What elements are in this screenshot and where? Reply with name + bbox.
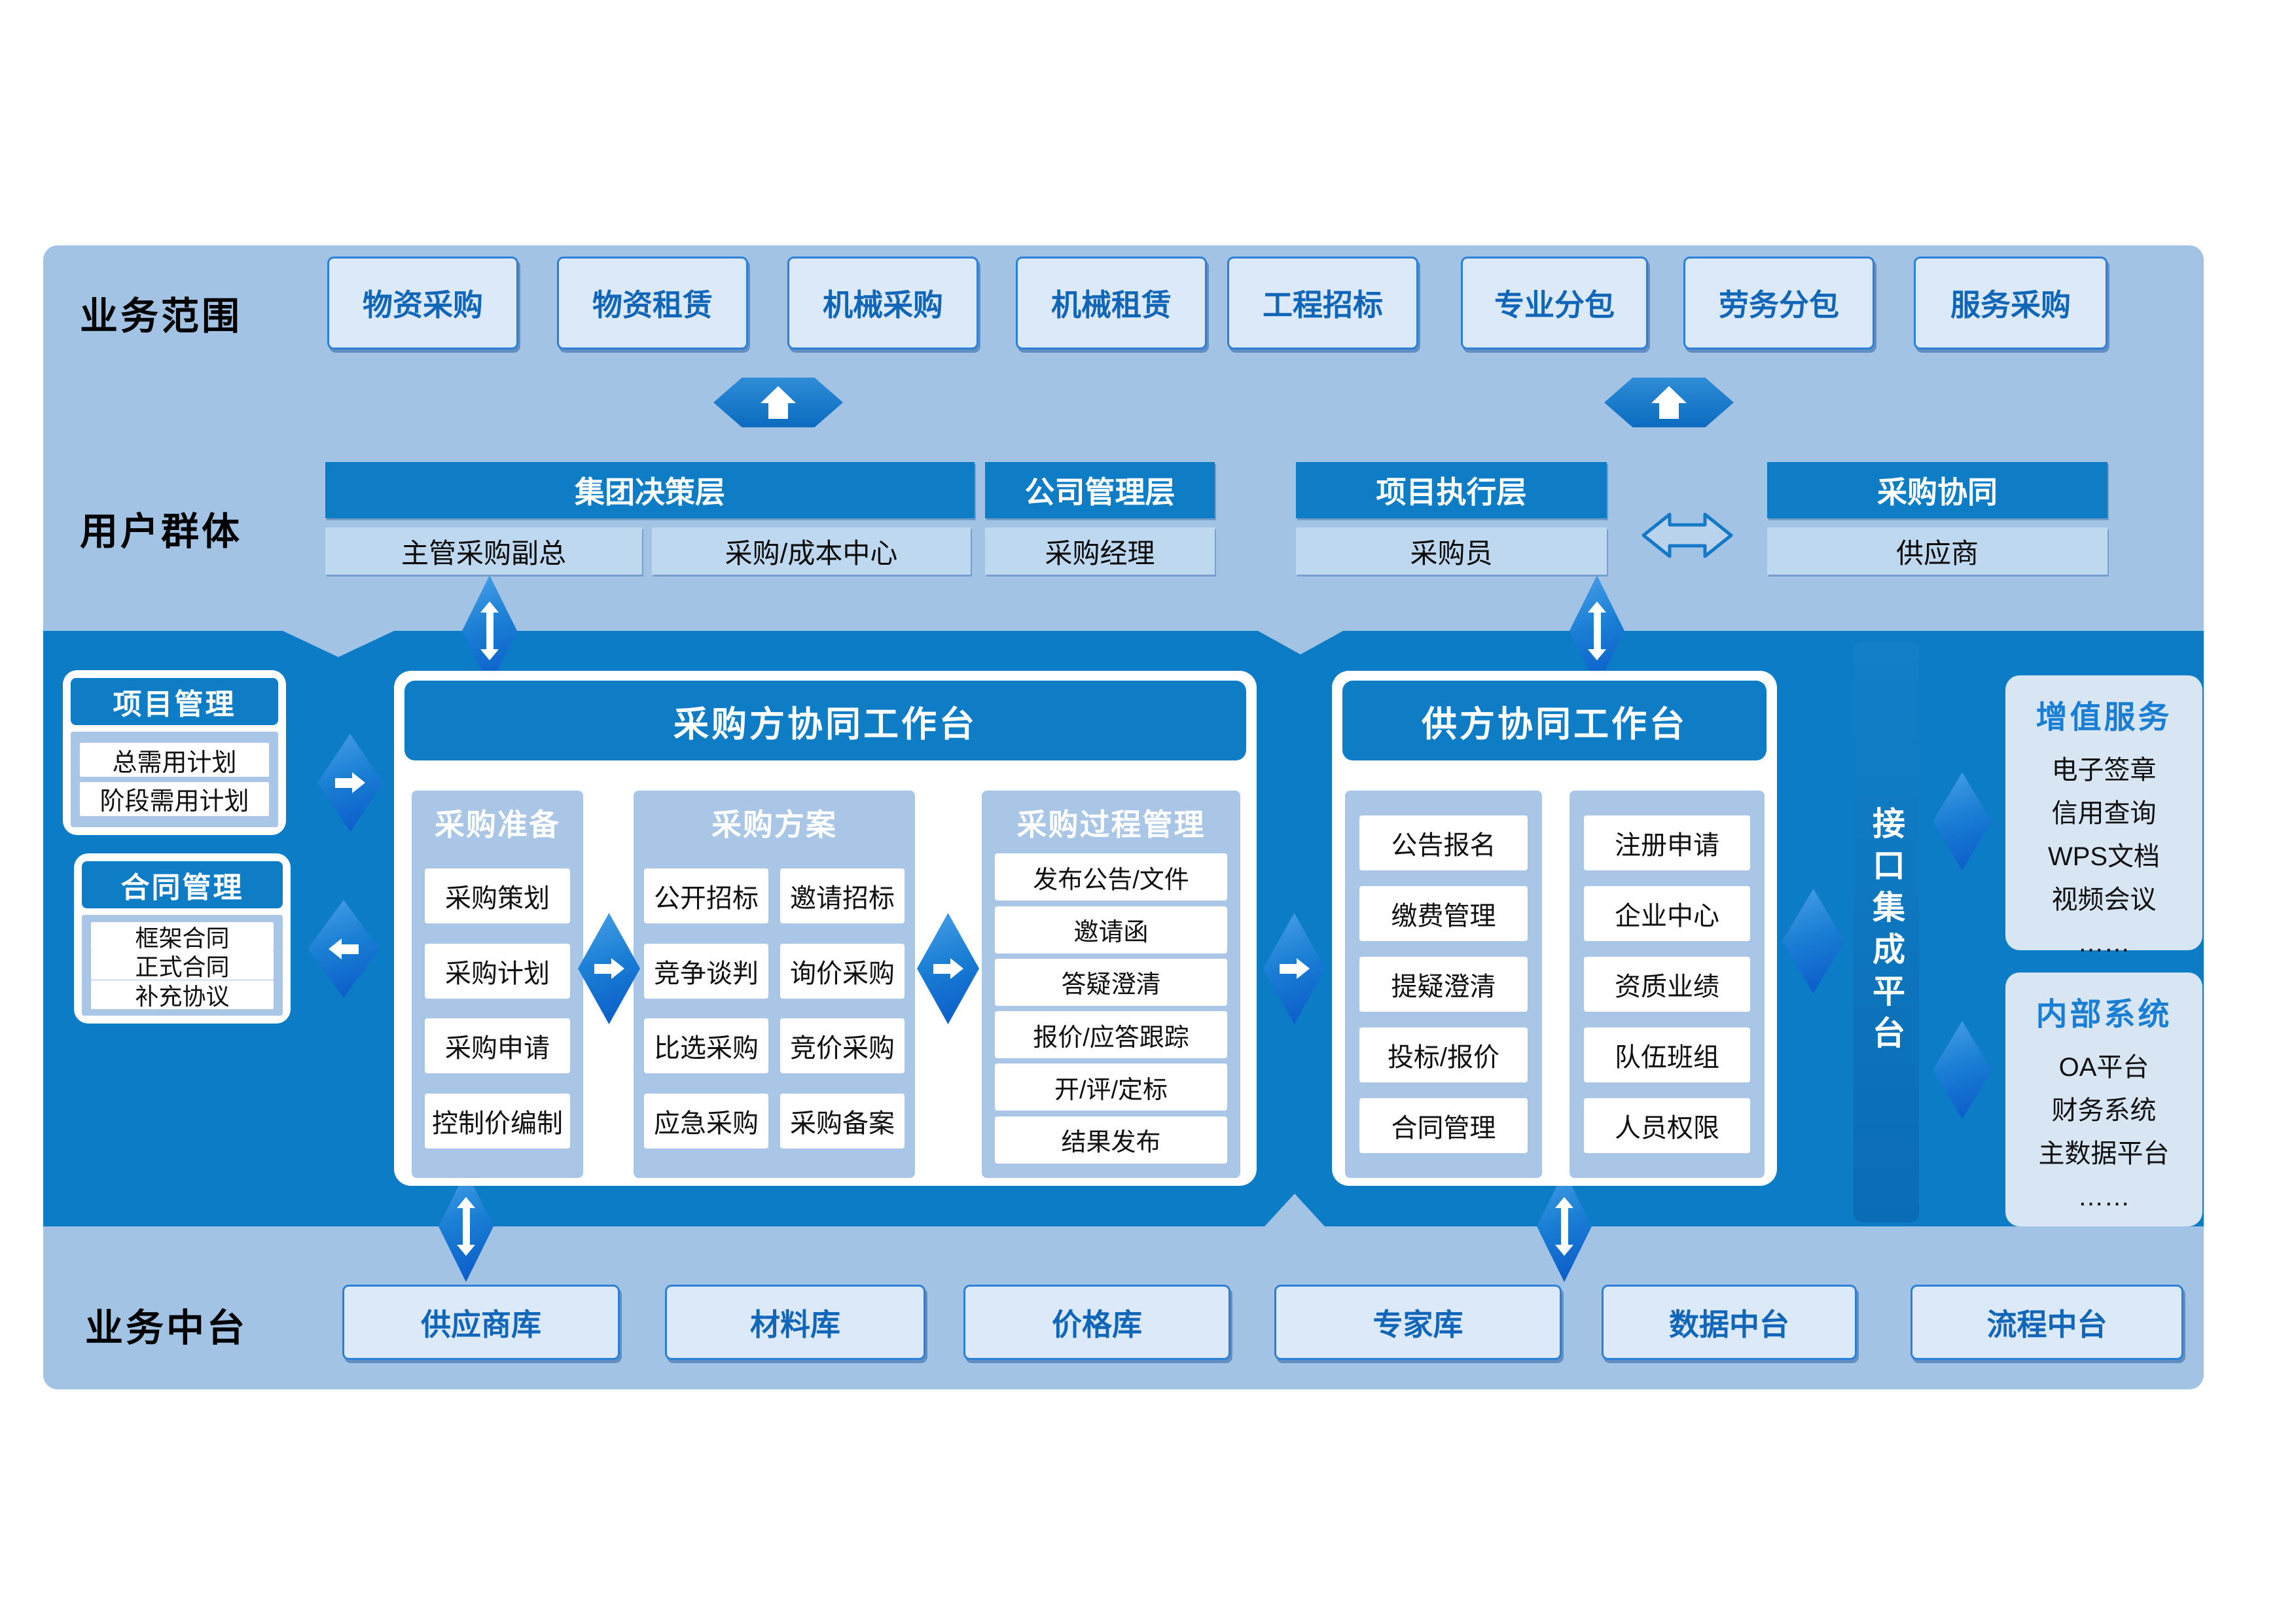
platform-button-price-library[interactable]: 价格库 bbox=[963, 1285, 1230, 1360]
user-group-role[interactable]: 采购员 bbox=[1296, 527, 1607, 575]
contract-management-item[interactable]: 正式合同 bbox=[91, 951, 274, 980]
buyer-workbench-title: 采购方协同工作台 bbox=[404, 681, 1246, 760]
project-management-card: 项目管理 总需用计划 阶段需用计划 bbox=[63, 670, 286, 835]
band-notch bbox=[1265, 1194, 1325, 1226]
user-group-header-project-exec: 项目执行层 bbox=[1296, 462, 1607, 518]
supplier-actions-panel: 公告报名 缴费管理 提疑澄清 投标/报价 合同管理 bbox=[1345, 791, 1542, 1178]
scope-button-service-purchase[interactable]: 服务采购 bbox=[1914, 257, 2108, 349]
scope-button-machine-lease[interactable]: 机械租赁 bbox=[1016, 257, 1207, 349]
platform-button-supplier-library[interactable]: 供应商库 bbox=[342, 1285, 620, 1360]
user-group-header-group-decision: 集团决策层 bbox=[325, 462, 975, 518]
band-notch bbox=[1258, 631, 1343, 654]
project-management-header: 项目管理 bbox=[71, 678, 278, 725]
internal-system-item[interactable]: OA平台 bbox=[2058, 1053, 2149, 1082]
value-service-item[interactable]: WPS文档 bbox=[2047, 842, 2161, 871]
horizontal-swap-arrow-icon bbox=[1641, 512, 1733, 558]
scheme-item[interactable]: 邀请招标 bbox=[780, 868, 905, 923]
value-service-item[interactable]: 视频会议 bbox=[2051, 885, 2157, 914]
middle-platform-label: 业务中台 bbox=[85, 1307, 248, 1349]
supplier-item[interactable]: 队伍班组 bbox=[1584, 1027, 1750, 1082]
value-service-item[interactable]: 电子签章 bbox=[2051, 756, 2157, 785]
scheme-item[interactable]: 竞价采购 bbox=[780, 1018, 905, 1074]
supplier-item[interactable]: 人员权限 bbox=[1584, 1098, 1750, 1153]
scheme-item[interactable]: 询价采购 bbox=[780, 943, 905, 999]
scope-button-project-bidding[interactable]: 工程招标 bbox=[1227, 257, 1418, 349]
procurement-prep-header: 采购准备 bbox=[435, 808, 560, 842]
scheme-item[interactable]: 竞争谈判 bbox=[644, 943, 768, 999]
value-service-item[interactable]: 信用查询 bbox=[2051, 799, 2157, 828]
scope-button-professional-subcontract[interactable]: 专业分包 bbox=[1461, 257, 1648, 349]
process-item[interactable]: 开/评/定标 bbox=[995, 1063, 1227, 1111]
contract-management-header: 合同管理 bbox=[82, 861, 283, 908]
scope-button-material-lease[interactable]: 物资租赁 bbox=[557, 257, 748, 349]
process-item[interactable]: 邀请函 bbox=[995, 906, 1227, 954]
contract-management-item[interactable]: 框架合同 bbox=[91, 921, 274, 952]
supplier-item[interactable]: 企业中心 bbox=[1584, 886, 1750, 941]
scope-button-machine-purchase[interactable]: 机械采购 bbox=[787, 257, 978, 349]
contract-management-card: 合同管理 框架合同 正式合同 补充协议 bbox=[74, 853, 291, 1024]
business-scope-label: 业务范围 bbox=[80, 295, 243, 338]
supplier-item[interactable]: 公告报名 bbox=[1359, 815, 1528, 870]
scheme-item[interactable]: 应急采购 bbox=[644, 1094, 768, 1149]
supplier-profile-panel: 注册申请 企业中心 资质业绩 队伍班组 人员权限 bbox=[1570, 791, 1765, 1178]
procurement-process-header: 采购过程管理 bbox=[1016, 808, 1206, 842]
up-arrow-icon bbox=[713, 378, 843, 427]
platform-button-process-platform[interactable]: 流程中台 bbox=[1910, 1285, 2183, 1360]
supplier-item[interactable]: 缴费管理 bbox=[1359, 886, 1528, 941]
user-group-header-procurement-collab: 采购协同 bbox=[1767, 462, 2108, 518]
internal-systems-card: 内部系统 OA平台 财务系统 主数据平台 …… bbox=[2005, 972, 2202, 1226]
process-item[interactable]: 结果发布 bbox=[995, 1116, 1227, 1164]
supplier-item[interactable]: 资质业绩 bbox=[1584, 957, 1750, 1012]
procurement-scheme-panel: 采购方案 公开招标 邀请招标 竞争谈判 询价采购 比选采购 竞价采购 应急采购 … bbox=[634, 791, 915, 1178]
internal-system-ellipsis: …… bbox=[2077, 1183, 2130, 1211]
contract-management-item[interactable]: 补充协议 bbox=[91, 980, 274, 1010]
supplier-workbench-title: 供方协同工作台 bbox=[1342, 681, 1767, 760]
scheme-item[interactable]: 采购备案 bbox=[780, 1094, 905, 1149]
procurement-process-panel: 采购过程管理 发布公告/文件 邀请函 答疑澄清 报价/应答跟踪 开/评/定标 结… bbox=[982, 791, 1240, 1178]
up-arrow-icon bbox=[1604, 378, 1734, 427]
user-group-role[interactable]: 主管采购副总 bbox=[325, 527, 642, 575]
internal-systems-title: 内部系统 bbox=[2036, 997, 2172, 1032]
supplier-item[interactable]: 投标/报价 bbox=[1359, 1027, 1528, 1082]
supplier-item[interactable]: 提疑澄清 bbox=[1359, 957, 1528, 1012]
project-management-item[interactable]: 总需用计划 bbox=[80, 743, 269, 777]
process-item[interactable]: 答疑澄清 bbox=[995, 958, 1227, 1006]
prep-item[interactable]: 采购计划 bbox=[425, 943, 570, 999]
scope-button-material-purchase[interactable]: 物资采购 bbox=[327, 257, 518, 349]
user-group-role[interactable]: 采购/成本中心 bbox=[652, 527, 971, 575]
project-management-item[interactable]: 阶段需用计划 bbox=[80, 781, 269, 816]
user-group-role[interactable]: 采购经理 bbox=[985, 527, 1215, 575]
platform-button-material-library[interactable]: 材料库 bbox=[665, 1285, 925, 1360]
internal-system-item[interactable]: 财务系统 bbox=[2051, 1096, 2157, 1125]
scope-button-labor-subcontract[interactable]: 劳务分包 bbox=[1683, 257, 1874, 349]
supplier-item[interactable]: 注册申请 bbox=[1584, 815, 1750, 870]
value-added-services-title: 增值服务 bbox=[2036, 700, 2172, 735]
process-item[interactable]: 发布公告/文件 bbox=[995, 853, 1227, 901]
user-group-role[interactable]: 供应商 bbox=[1767, 527, 2108, 575]
value-service-ellipsis: …… bbox=[2077, 929, 2130, 957]
procurement-scheme-header: 采购方案 bbox=[711, 808, 837, 842]
prep-item[interactable]: 采购策划 bbox=[425, 868, 570, 923]
prep-item[interactable]: 控制价编制 bbox=[425, 1094, 570, 1149]
prep-item[interactable]: 采购申请 bbox=[425, 1018, 570, 1074]
user-group-header-company-mgmt: 公司管理层 bbox=[985, 462, 1215, 518]
user-groups-label: 用户群体 bbox=[80, 510, 243, 553]
process-item[interactable]: 报价/应答跟踪 bbox=[995, 1011, 1227, 1059]
integration-platform-bar: 接口集成平台 bbox=[1854, 641, 1919, 1222]
internal-system-item[interactable]: 主数据平台 bbox=[2038, 1139, 2170, 1168]
platform-button-expert-library[interactable]: 专家库 bbox=[1274, 1285, 1562, 1360]
value-added-services-card: 增值服务 电子签章 信用查询 WPS文档 视频会议 …… bbox=[2005, 675, 2202, 957]
procurement-prep-panel: 采购准备 采购策划 采购计划 采购申请 控制价编制 bbox=[412, 791, 583, 1178]
scheme-item[interactable]: 比选采购 bbox=[644, 1018, 768, 1074]
platform-button-data-platform[interactable]: 数据中台 bbox=[1602, 1285, 1857, 1360]
scheme-item[interactable]: 公开招标 bbox=[644, 868, 768, 923]
band-notch bbox=[283, 631, 394, 657]
supplier-item[interactable]: 合同管理 bbox=[1359, 1098, 1528, 1153]
integration-platform-label: 接口集成平台 bbox=[1868, 806, 1905, 1058]
